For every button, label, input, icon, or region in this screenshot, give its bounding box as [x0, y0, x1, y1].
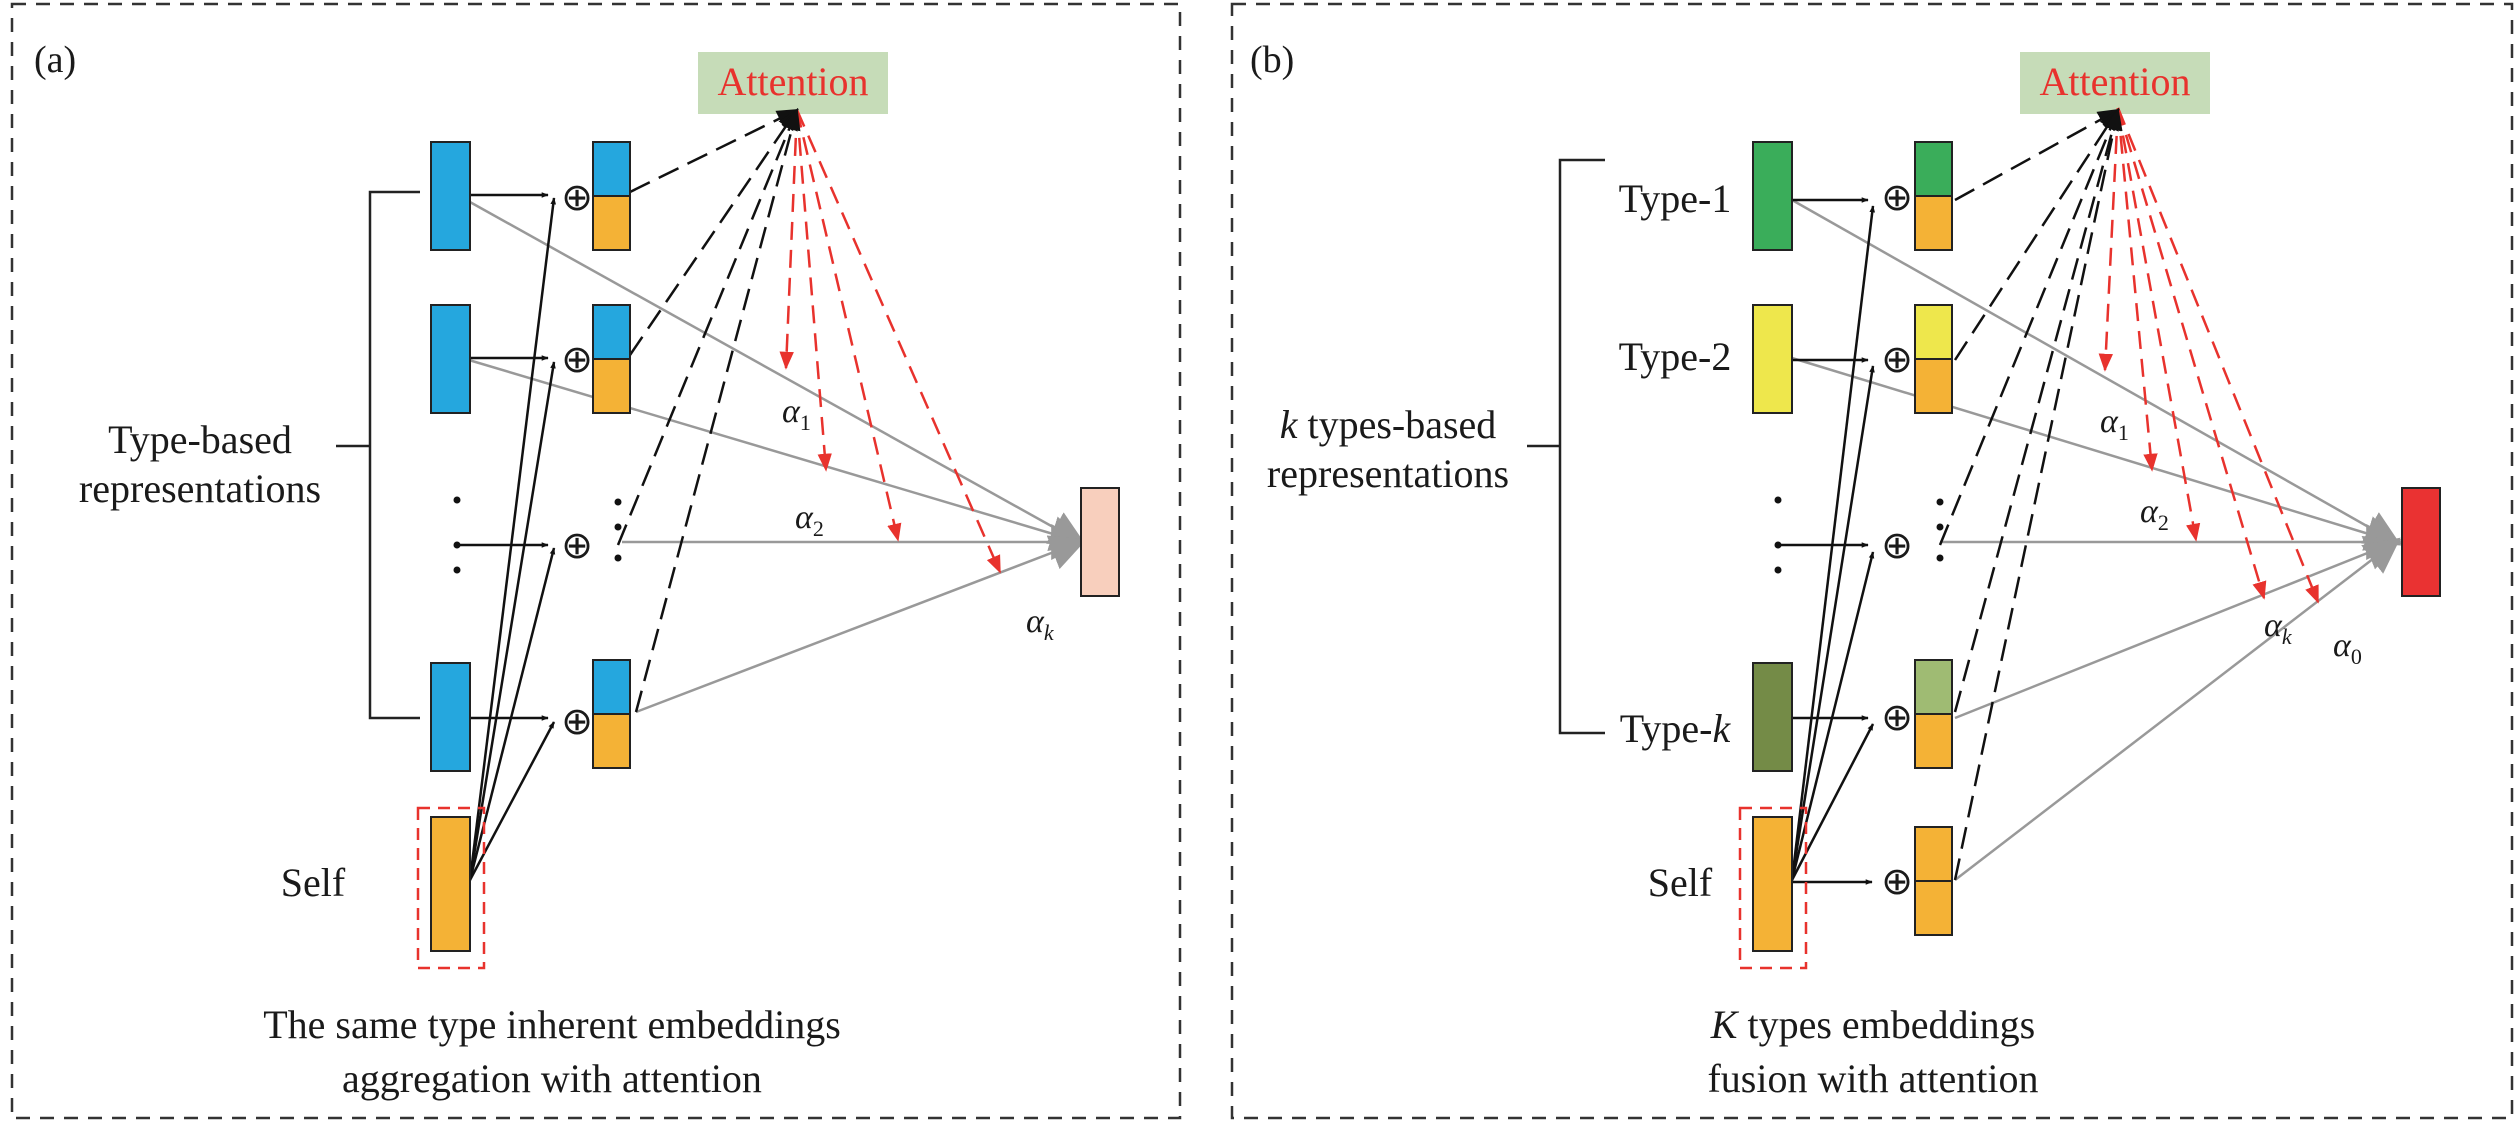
panel-b-type-2-block — [1752, 304, 1793, 414]
panel-a-attention-label: Attention — [717, 59, 868, 104]
panel-b-concat-self — [1914, 826, 1953, 936]
panel-b-gray-arrows — [1791, 198, 2403, 881]
panel-b-type-1-block — [1752, 141, 1793, 251]
panel-a-self-block — [430, 816, 471, 952]
panel-a-rep-k — [430, 662, 471, 772]
panel-a-label: (a) — [34, 39, 76, 81]
panel-b-rep-arrows — [1780, 197, 1869, 721]
panel-a-attention-weights — [779, 109, 1002, 574]
panel-a-frame — [10, 2, 1182, 1120]
panel-a-group-label-line2: representations — [79, 466, 321, 511]
panel-b-attention-label: Attention — [2039, 59, 2190, 104]
panel-b-alpha-1: α1 — [2100, 403, 2129, 445]
panel-a-gray-arrows — [451, 190, 1088, 714]
panel-b-type-2-label: Type-2 — [1619, 334, 1732, 379]
panel-a-alpha-1: α1 — [782, 393, 811, 435]
panel-b-alpha-k: αk — [2264, 607, 2293, 649]
panel-b-group-label-line2: representations — [1267, 451, 1509, 496]
panel-a-query-arrows — [616, 107, 801, 713]
panel-a-oplus-4: ⊕ — [561, 701, 593, 743]
panel-a-caption-line1: The same type inherent embeddings — [263, 1002, 841, 1047]
panel-b-alpha-0: α0 — [2333, 627, 2362, 669]
panel-a-self-label: Self — [281, 860, 346, 905]
panel-b: (b) Attention k types-based representati… — [1230, 2, 2514, 1120]
panel-b-oplus-3: ⊕ — [1881, 525, 1913, 567]
panel-b-oplus-1: ⊕ — [1881, 177, 1913, 219]
panel-a-oplus-3: ⊕ — [561, 525, 593, 567]
panel-b-alpha-2: α2 — [2140, 493, 2169, 535]
panel-a-alpha-k: αk — [1026, 603, 1055, 645]
panel-b-label: (b) — [1250, 39, 1294, 81]
panel-b-concat-ellipsis — [1936, 498, 1944, 562]
panel-a-self-arrows — [468, 197, 557, 881]
panel-b-output — [2401, 487, 2441, 597]
panel-a-self-highlight — [416, 806, 486, 970]
panel-a-attention-box — [698, 52, 888, 114]
panel-b-concat-1 — [1914, 141, 1953, 251]
panel-b-bracket — [1527, 158, 1605, 735]
panel-a-group-label-line1: Type-based — [108, 417, 292, 462]
panel-b-oplus-2: ⊕ — [1881, 339, 1913, 381]
panel-a-rep-1 — [430, 141, 471, 251]
panel-b-oplus-4: ⊕ — [1881, 697, 1913, 739]
panel-a-ellipsis — [453, 496, 461, 574]
panel-b-group-label-line1: k types-based — [1280, 402, 1497, 447]
panel-a-concat-ellipsis — [614, 498, 622, 562]
panel-a-bracket — [336, 190, 420, 720]
panel-a-oplus-2: ⊕ — [561, 339, 593, 381]
panel-a-alpha-2: α2 — [795, 499, 824, 541]
panel-b-ellipsis — [1774, 496, 1782, 574]
panel-b-type-k-label: Type-k — [1620, 706, 1732, 751]
panel-b-type-k-block — [1752, 662, 1793, 772]
panel-b-self-label: Self — [1648, 860, 1713, 905]
panel-b-attention-weights — [2098, 107, 2320, 604]
panel-a-caption-line2: aggregation with attention — [342, 1056, 762, 1101]
panel-a-rep-2 — [430, 304, 471, 414]
panel-b-attention-box — [2020, 52, 2210, 114]
panel-b-type-1-label: Type-1 — [1619, 176, 1732, 221]
panel-b-query-arrows — [1938, 107, 2123, 881]
panel-a-output — [1080, 487, 1120, 597]
panel-a-oplus-1: ⊕ — [561, 177, 593, 219]
panel-b-self-block — [1752, 816, 1793, 952]
panel-b-concat-k — [1914, 659, 1953, 769]
panel-b-concat-2 — [1914, 304, 1953, 414]
panel-b-caption-line2: fusion with attention — [1707, 1056, 2038, 1101]
panel-b-caption-line1: K types embeddings — [1710, 1002, 2035, 1047]
panel-b-oplus-5: ⊕ — [1881, 861, 1913, 903]
panel-b-self-highlight — [1738, 806, 1808, 970]
panel-a-rep-arrows — [458, 192, 549, 721]
panel-a-concat-k — [592, 659, 631, 769]
panel-a-concat-2 — [592, 304, 631, 414]
panel-b-frame — [1230, 2, 2514, 1120]
panel-a: (a) Attention Type-based representations — [10, 2, 1182, 1120]
panel-a-concat-1 — [592, 141, 631, 251]
